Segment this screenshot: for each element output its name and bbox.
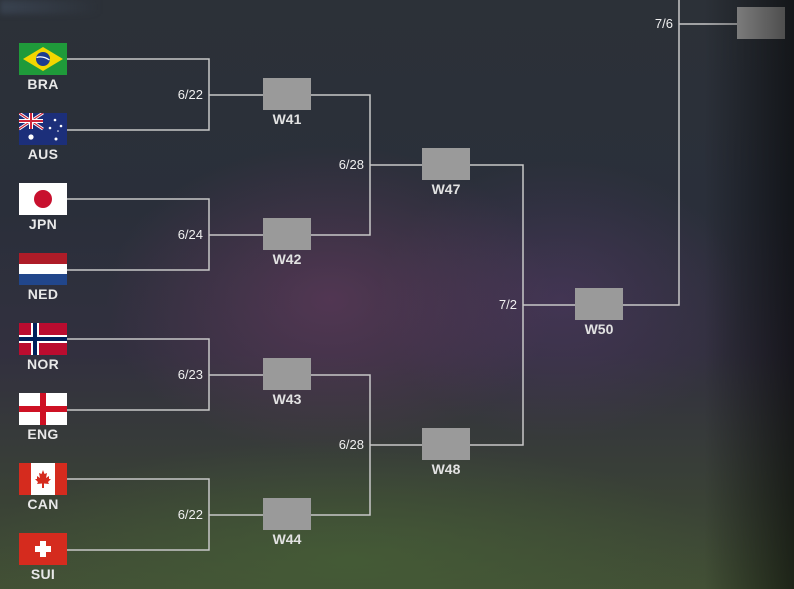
match-date: 6/28 xyxy=(338,157,364,172)
brazil-flag-icon xyxy=(19,43,67,75)
team-code: JPN xyxy=(28,216,58,232)
team-can[interactable]: CAN xyxy=(19,463,67,512)
match-date: 6/22 xyxy=(177,507,203,522)
header-fragment xyxy=(0,0,100,14)
slot-label: W50 xyxy=(584,321,614,337)
match-date: 6/23 xyxy=(177,367,203,382)
slot-label: W48 xyxy=(431,461,461,477)
bracket-slot-final[interactable] xyxy=(737,7,785,39)
slot-label: W47 xyxy=(431,181,461,197)
switzerland-flag-icon xyxy=(19,533,67,565)
team-code: AUS xyxy=(27,146,59,162)
slot-label: W43 xyxy=(272,391,302,407)
team-code: NED xyxy=(27,286,59,302)
bracket-slot-w48[interactable] xyxy=(422,428,470,460)
bracket-line-r4 xyxy=(623,0,680,306)
team-code: CAN xyxy=(27,496,59,512)
bracket-slot-w41[interactable] xyxy=(263,78,311,110)
bracket-slot-w44[interactable] xyxy=(263,498,311,530)
bracket-slot-w47[interactable] xyxy=(422,148,470,180)
team-code: NOR xyxy=(26,356,59,372)
team-jpn[interactable]: JPN xyxy=(19,183,67,232)
match-date: 6/28 xyxy=(338,437,364,452)
match-date: 6/22 xyxy=(177,87,203,102)
team-sui[interactable]: SUI xyxy=(19,533,67,582)
netherlands-flag-icon xyxy=(19,253,67,285)
team-nor[interactable]: NOR xyxy=(19,323,67,372)
australia-flag-icon xyxy=(19,113,67,145)
bracket-slot-w50[interactable] xyxy=(575,288,623,320)
team-bra[interactable]: BRA xyxy=(19,43,67,92)
slot-label: W44 xyxy=(272,531,302,547)
team-eng[interactable]: ENG xyxy=(19,393,67,442)
norway-flag-icon xyxy=(19,323,67,355)
team-code: BRA xyxy=(27,76,59,92)
bracket-slot-w43[interactable] xyxy=(263,358,311,390)
team-aus[interactable]: AUS xyxy=(19,113,67,162)
match-date: 7/2 xyxy=(498,297,517,312)
team-code: SUI xyxy=(30,566,56,582)
team-code: ENG xyxy=(27,426,59,442)
team-ned[interactable]: NED xyxy=(19,253,67,302)
slot-label: W42 xyxy=(272,251,302,267)
bracket-slot-w42[interactable] xyxy=(263,218,311,250)
slot-label: W41 xyxy=(272,111,302,127)
japan-flag-icon xyxy=(19,183,67,215)
england-flag-icon xyxy=(19,393,67,425)
match-date: 6/24 xyxy=(177,227,203,242)
canada-flag-icon xyxy=(19,463,67,495)
match-date: 7/6 xyxy=(654,16,673,31)
